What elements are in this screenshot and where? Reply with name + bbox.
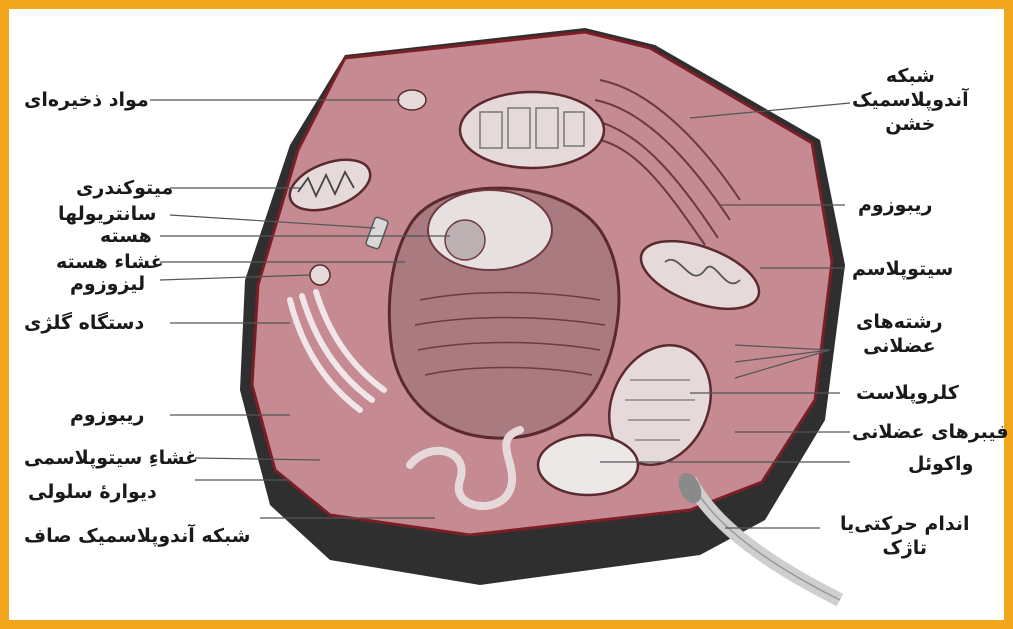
label-nuclear-envelope: غشاء هسته: [56, 250, 164, 274]
storage-granule: [398, 90, 426, 110]
label-plasma-membrane: غشاءِ سیتوپلاسمی: [24, 446, 198, 470]
label-cell-wall: دیوارهٔ سلولی: [28, 480, 157, 504]
label-chloroplast: کلروپلاست: [856, 381, 959, 405]
label-rough-er: شبکه آندوپلاسمیک خشن: [852, 64, 969, 136]
label-rough-er-1: شبکه: [852, 64, 969, 88]
vacuole: [538, 435, 638, 495]
lysosome: [310, 265, 330, 285]
label-storage: مواد ذخیره‌ای: [24, 88, 149, 112]
label-rough-er-2: آندوپلاسمیک: [852, 88, 969, 112]
nucleus-inner: [428, 190, 552, 270]
chloroplast-top: [460, 92, 604, 168]
label-flagellum: اندام حرکتی‌یا تاژک: [840, 512, 969, 560]
label-muscle-fibers: فیبرهای عضلانی: [852, 420, 1009, 444]
label-muscle-filaments-2: عضلانی: [856, 334, 943, 358]
label-flagellum-2: تاژک: [840, 536, 969, 560]
label-ribosome-right: ریبوزوم: [858, 193, 932, 217]
label-ribosome-left: ریبوزوم: [70, 403, 144, 427]
label-muscle-filaments: رشته‌های عضلانی: [856, 310, 943, 358]
nucleolus: [445, 220, 485, 260]
label-flagellum-1: اندام حرکتی‌یا: [840, 512, 969, 536]
label-mitochondria: میتوکندری: [76, 176, 173, 200]
label-centrioles: سانتریولها: [58, 202, 156, 226]
label-muscle-filaments-1: رشته‌های: [856, 310, 943, 334]
label-smooth-er: شبکه آندوپلاسمیک صاف: [24, 524, 250, 548]
label-cytoplasm: سیتوپلاسم: [852, 257, 953, 281]
label-lysosome: لیزوزوم: [70, 272, 145, 296]
label-vacuole: واکوئل: [908, 452, 973, 476]
label-nucleus: هسته: [100, 224, 152, 248]
label-rough-er-3: خشن: [852, 112, 969, 136]
label-golgi: دستگاه گلژی: [24, 311, 144, 335]
